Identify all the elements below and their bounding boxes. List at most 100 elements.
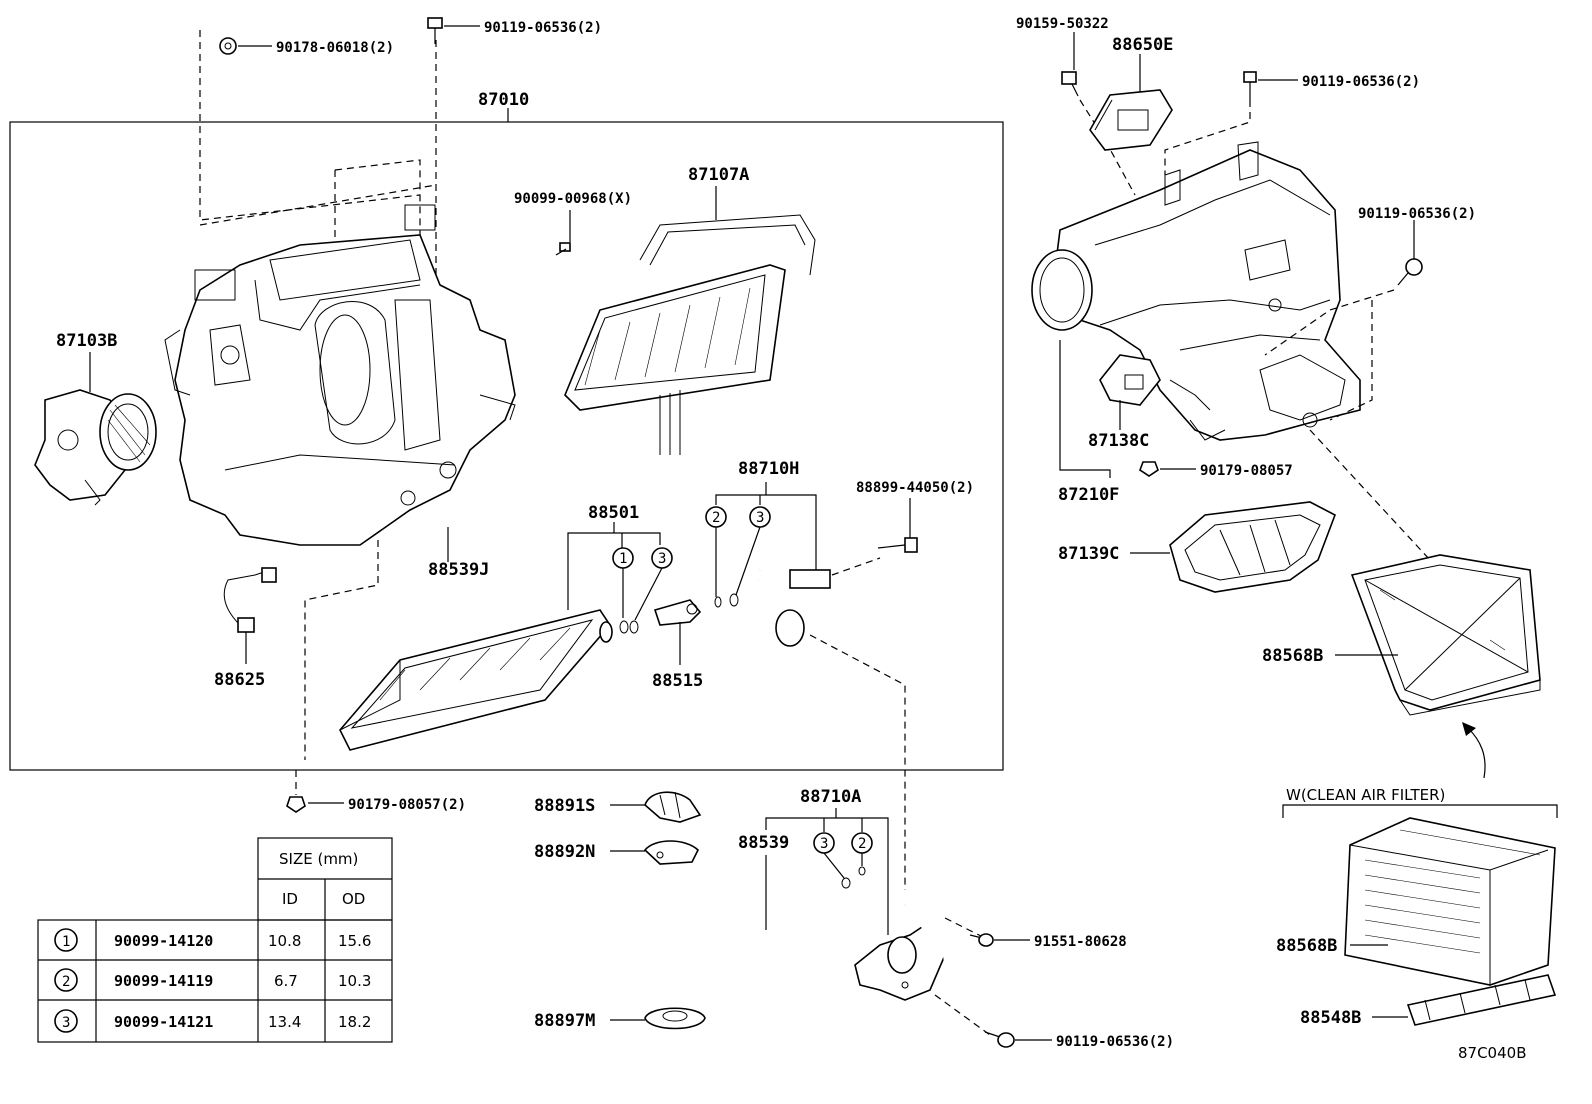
circle-marker-2-88710A: 2 [851,832,873,854]
circle-marker-2-88710H: 2 [705,506,727,528]
label-88515: 88515 [652,671,703,691]
circle-marker-3-88710H: 3 [749,506,771,528]
label-90119-06536-bottom: 90119-06536(2) [1056,1034,1174,1050]
label-88625: 88625 [214,670,265,690]
label-90119-06536-right1: 90119-06536(2) [1302,74,1420,90]
label-91551-80628: 91551-80628 [1034,934,1127,950]
label-88650E: 88650E [1112,35,1173,55]
screw-90159-50322 [1061,71,1079,97]
label-87010: 87010 [478,90,529,110]
bolt-88899-44050 [877,537,918,553]
table-cell-od: 18.2 [338,1013,371,1031]
blower-housing-87210F [1031,141,1361,441]
screw-91551-80628 [969,933,994,947]
svg-text:1: 1 [619,551,627,567]
label-88710H: 88710H [738,459,799,479]
pipe-88710A [854,893,947,1001]
label-88539: 88539 [738,833,789,853]
circle-marker-3-88501: 3 [651,547,673,569]
label-87138C: 87138C [1088,431,1149,451]
circle-marker-3-88710A: 3 [813,832,835,854]
label-90178-06018: 90178-06018(2) [276,40,394,56]
blower-motor-87103B [34,389,157,506]
label-87139C: 87139C [1058,544,1119,564]
evaporator-88501 [339,609,613,751]
sensor-87138C [1099,354,1161,406]
heater-core-87107A [564,214,816,455]
label-88899-44050: 88899-44050(2) [856,480,974,496]
svg-text:3: 3 [756,510,764,526]
table-cell-id: 10.8 [268,932,301,950]
label-clean-air-filter: W(CLEAN AIR FILTER) [1286,786,1445,804]
filter-88568B-lower [1344,817,1556,986]
label-88891S: 88891S [534,796,595,816]
nut-90179-08057-right [1139,461,1159,477]
arrow-curve [1467,727,1486,779]
svg-text:2: 2 [712,510,720,526]
nut-90178-06018 [219,37,237,55]
hose-88539 [761,904,819,1039]
label-87210F: 87210F [1058,485,1119,505]
label-90179-08057-right: 90179-08057 [1200,463,1293,479]
screw-90119-06536-bottom [984,1031,1015,1048]
label-87103B: 87103B [56,331,117,351]
table-cell-id: 6.7 [274,972,298,990]
label-88568B-upper: 88568B [1262,646,1323,666]
table-cell-od: 10.3 [338,972,371,990]
svg-text:2: 2 [62,974,70,990]
label-88892N: 88892N [534,842,595,862]
svg-text:3: 3 [62,1015,70,1031]
drain-hose-88539J [422,500,548,523]
drawing-code: 87C040B [1458,1044,1526,1062]
screw-90119-06536-right1 [1243,71,1257,100]
frame-88548B [1406,974,1557,1026]
svg-text:3: 3 [658,551,666,567]
label-90099-00968: 90099-00968(X) [514,191,632,207]
table-header-id: ID [282,890,298,908]
svg-text:1: 1 [62,934,70,950]
assembly-87010-frame [9,121,1004,771]
table-row: 1 90099-14120 10.8 15.6 [54,928,371,952]
table-cell-id: 13.4 [268,1013,301,1031]
o-ring-1 [619,620,629,634]
label-88568B-lower: 88568B [1276,936,1337,956]
table-cell-part: 90099-14119 [114,972,213,990]
label-88897M: 88897M [534,1011,595,1031]
table-cell-od: 15.6 [338,932,371,950]
label-88539J: 88539J [428,560,489,580]
heater-housing [164,204,516,546]
arrow-head [1462,722,1476,736]
label-90119-06536-top: 90119-06536(2) [484,20,602,36]
pipe-88710H [753,558,842,647]
label-90159-50322: 90159-50322 [1016,16,1109,32]
svg-text:2: 2 [858,836,866,852]
filter-cover-87139C [1169,501,1336,593]
screw-90099-00968 [555,242,571,256]
svg-text:3: 3 [820,836,828,852]
table-row: 3 90099-14121 13.4 18.2 [54,1009,371,1033]
clean-air-filter-bracket [1282,804,1558,818]
resistor-88650E [1089,89,1173,151]
label-87107A: 87107A [688,165,749,185]
label-90179-08057-left: 90179-08057(2) [348,797,466,813]
circle-marker-1-88501: 1 [612,547,634,569]
table-header-size: SIZE (mm) [279,850,358,868]
label-88710A: 88710A [800,787,861,807]
clamp-88892N [643,840,699,865]
sensor-88625 [223,567,277,633]
label-88501: 88501 [588,503,639,523]
grommet-88897M [644,1007,706,1030]
nut-90179-08057-left [286,796,306,813]
table-cell-part: 90099-14121 [114,1013,213,1031]
label-88548B: 88548B [1300,1008,1361,1028]
expansion-valve-88515 [653,599,702,626]
clamp-88891S [644,791,702,823]
table-cell-part: 90099-14120 [114,932,213,950]
guide-90178 [199,30,421,221]
filter-88568B-upper [1350,554,1541,716]
screw-90119-06536-top [427,17,443,44]
table-row: 2 90099-14119 6.7 10.3 [54,968,371,992]
size-table: SIZE (mm) ID OD 1 90099-14120 10.8 15.6 … [37,837,393,1043]
